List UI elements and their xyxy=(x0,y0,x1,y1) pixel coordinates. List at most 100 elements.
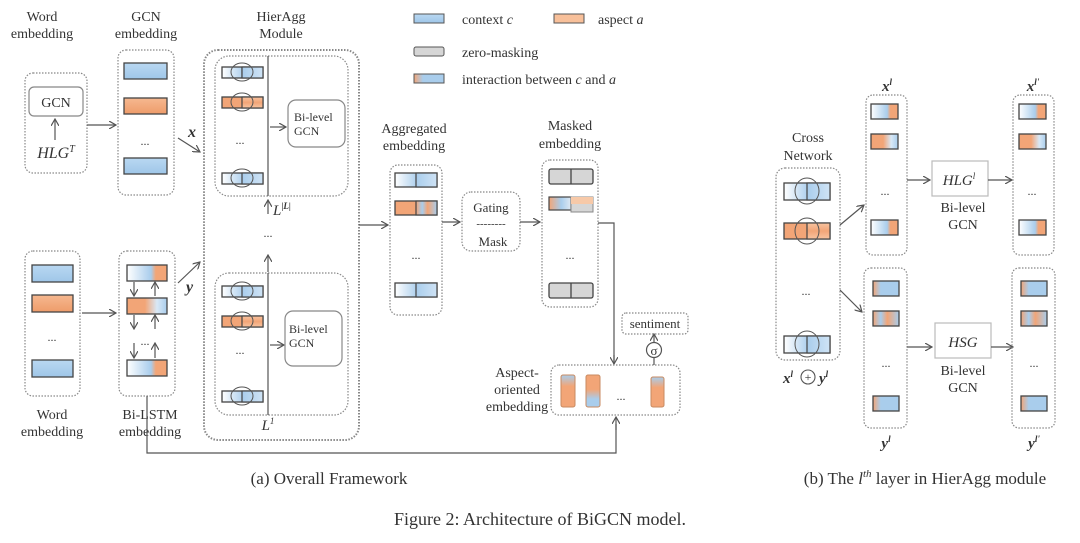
aspect-vector-2 xyxy=(585,374,601,408)
layer-stack-ellipsis: ... xyxy=(264,226,273,240)
layer-bottom-ellipsis: ... xyxy=(236,343,245,357)
bilevel-gcn-bottom-label-1: Bi-level xyxy=(289,322,328,336)
aggregated-embedding-box xyxy=(389,164,443,316)
y-arrow xyxy=(177,262,200,284)
gcn-vector-context xyxy=(123,62,168,80)
gcn-node xyxy=(28,86,84,117)
x-l-column xyxy=(865,94,908,256)
word-vector-aspect xyxy=(31,294,74,313)
y-l-prime-vector xyxy=(1020,280,1048,297)
cross-network-label-2: Network xyxy=(784,149,833,164)
legend-label-context: context c xyxy=(462,13,514,28)
x-l-ellipsis: ... xyxy=(881,184,890,198)
legend-label-zero-masking: zero-masking xyxy=(462,46,538,61)
hlg-t-label: HLGT xyxy=(36,144,76,162)
hlg-gcn-box xyxy=(24,72,88,174)
bilevel-gcn-bottom-label-2: GCN xyxy=(289,336,315,350)
cross-loop-icon xyxy=(230,311,254,331)
x-l-vector xyxy=(870,103,899,120)
sigma-label: σ xyxy=(650,343,657,358)
cross-to-y-arrow xyxy=(839,289,862,312)
gating-label: Gating xyxy=(473,200,509,215)
x-l-vector xyxy=(870,219,899,236)
gcn-embedding-label-2: embedding xyxy=(115,27,177,42)
hsg-box xyxy=(934,322,992,359)
subcaption-b: (b) The lth layer in HierAgg module xyxy=(804,468,1046,488)
y-l-vector xyxy=(872,310,900,327)
masked-label-2: embedding xyxy=(539,137,601,152)
masked-vector-interaction xyxy=(548,196,594,213)
layer-top-box xyxy=(214,55,349,197)
sentiment-box xyxy=(621,312,689,335)
masked-vector-zero xyxy=(548,282,594,299)
aspect-oriented-label-1: Aspect- xyxy=(495,366,539,381)
masked-embedding-box xyxy=(541,159,599,308)
figure-caption: Figure 2: Architecture of BiGCN model. xyxy=(394,509,686,529)
cross-ellipsis: ... xyxy=(802,284,811,298)
cross-vector xyxy=(783,217,831,245)
legend-label-aspect: aspect a xyxy=(598,13,643,28)
y-l-column xyxy=(863,267,908,429)
hieragg-label-1: HierAgg xyxy=(257,10,306,25)
bilevel-gcn-x-label-2: GCN xyxy=(948,218,978,233)
masked-to-aspect-connector xyxy=(598,222,615,362)
cross-loop-icon xyxy=(230,62,254,82)
cross-loop-icon xyxy=(794,217,820,245)
bilstm-skip-connection xyxy=(146,396,617,454)
aspect-oriented-label-3: embedding xyxy=(486,400,548,415)
x-l-prime-ellipsis: ... xyxy=(1028,184,1037,198)
sigma-node xyxy=(645,341,663,359)
bilstm-ellipsis: ... xyxy=(141,334,150,348)
panel-b-hieragg-layer: Cross Network ... xl + yl xl ... HLGl Bi… xyxy=(775,77,1056,488)
cross-vector xyxy=(221,281,264,301)
sentiment-label: sentiment xyxy=(630,316,681,331)
bilstm-vector-last xyxy=(126,359,168,377)
y-l-ellipsis: ... xyxy=(882,356,891,370)
oplus-symbol: + xyxy=(805,370,812,384)
legend-swatch-interaction xyxy=(413,73,445,84)
y-l-label-bottom: yl xyxy=(817,369,829,387)
bilevel-gcn-y-label-2: GCN xyxy=(948,381,978,396)
cross-loop-icon xyxy=(794,177,820,205)
x-l-prime-vector xyxy=(1018,103,1047,120)
word-vector-context xyxy=(31,264,74,283)
aggregated-vector xyxy=(394,282,438,298)
bilstm-vector-1 xyxy=(126,264,168,282)
cross-loop-icon xyxy=(230,168,254,188)
cross-vector xyxy=(221,386,264,406)
aspect-oriented-box xyxy=(550,364,681,416)
legend-swatch-zero-masking xyxy=(413,46,445,57)
word-embedding-top-label-1: Word xyxy=(27,10,58,25)
bilevel-gcn-y-label-1: Bi-level xyxy=(940,364,985,379)
gcn-embedding-box xyxy=(117,49,175,196)
x-l-prime-column xyxy=(1012,94,1055,256)
oplus-icon xyxy=(800,369,816,385)
aspect-oriented-label-2: oriented xyxy=(494,383,540,398)
mask-label: Mask xyxy=(479,234,508,249)
word-embedding-bottom-label-1: Word xyxy=(37,408,68,423)
y-variable: y xyxy=(184,279,194,296)
cross-vector xyxy=(783,330,831,358)
cross-loop-icon xyxy=(230,281,254,301)
bilevel-gcn-top xyxy=(287,99,346,148)
y-l-prime-vector xyxy=(1020,310,1048,327)
hsg-label: HSG xyxy=(947,335,977,351)
hieragg-layer-bottom: ... Bi-level GCN xyxy=(214,272,349,416)
cross-vector xyxy=(221,92,264,112)
bilevel-gcn-bottom xyxy=(284,310,343,367)
cross-vector xyxy=(221,311,264,331)
bilstm-vector-2 xyxy=(126,297,168,315)
x-l-vector xyxy=(870,133,899,150)
bilstm-label-2: embedding xyxy=(119,425,181,440)
layer-top-ellipsis: ... xyxy=(236,133,245,147)
gcn-node-label: GCN xyxy=(41,96,71,111)
legend-swatch-context xyxy=(413,13,445,24)
masked-ellipsis: ... xyxy=(566,248,575,262)
cross-vector xyxy=(221,62,264,82)
hlg-l-box xyxy=(931,160,989,197)
aggregated-label-2: embedding xyxy=(383,139,445,154)
word-ellipsis: ... xyxy=(48,330,57,344)
cross-vector xyxy=(783,177,831,205)
subcaption-a: (a) Overall Framework xyxy=(251,469,408,488)
